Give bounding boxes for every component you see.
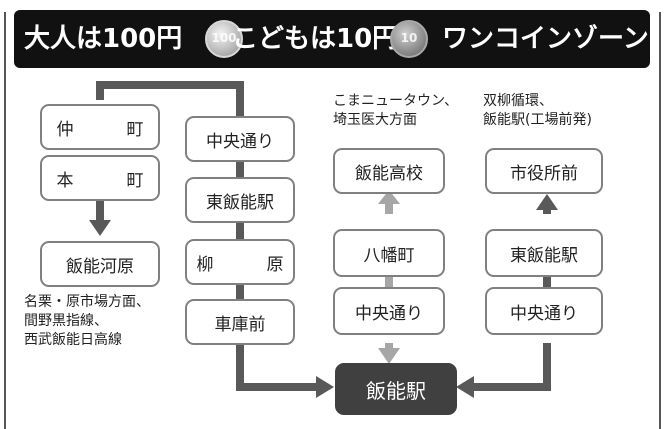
arrow-into-station-left (316, 376, 334, 398)
stop-honcho: 本 町 (40, 155, 160, 201)
arrow-to-station-center (378, 348, 400, 364)
terminal-hanno-station: 飯能駅 (335, 363, 457, 415)
stop-chuo-dori-3: 中央通り (485, 287, 603, 335)
stop-hachimancho: 八幡町 (333, 229, 445, 277)
stop-chuo-dori-2: 中央通り (333, 287, 445, 335)
coin-100-label: 100 (211, 31, 237, 45)
frame-right-line (659, 12, 661, 429)
connector-shako-to-station (236, 344, 320, 391)
frame-left-line (4, 12, 6, 429)
arrow-to-kawara (89, 220, 111, 236)
adult-fare-text: 大人は100円 (24, 24, 183, 54)
right-note-line-2: 飯能駅(工場前発) (483, 112, 592, 128)
stop-shakomae: 車庫前 (185, 299, 295, 345)
center-right-note-line-2: 埼玉医大方面 (333, 112, 417, 128)
left-note-line-1: 名栗・原市場方面、 (24, 294, 150, 310)
arrow-to-shiyakusho (536, 194, 558, 210)
fare-banner: 大人は100円 100 こどもは10円 10 ワンコインゾーン (14, 10, 650, 68)
connector-left-top (96, 81, 244, 118)
stop-higashi-hanno-1: 東飯能駅 (185, 177, 295, 223)
center-right-route-note: こまニュータウン、 埼玉医大方面 (333, 92, 458, 130)
center-right-note-line-1: こまニュータウン、 (333, 93, 459, 109)
right-note-line-1: 双柳循環、 (483, 93, 553, 109)
coin-100-icon: 100 (205, 20, 243, 58)
left-route-note: 名栗・原市場方面、 間野黒指線、 西武飯能日高線 (24, 293, 150, 350)
child-fare-text: こどもは10円 (232, 24, 399, 54)
stop-shiyakushomae: 市役所前 (485, 148, 603, 194)
coin-10-icon: 10 (390, 20, 428, 58)
stop-nakacho: 仲 町 (40, 104, 160, 150)
right-route-note: 双柳循環、 飯能駅(工場前発) (483, 92, 592, 130)
stop-higashi-hanno-2: 東飯能駅 (485, 229, 603, 277)
left-note-line-2: 間野黒指線、 (24, 313, 108, 329)
left-note-line-3: 西武飯能日高線 (24, 332, 122, 348)
one-coin-zone-text: ワンコインゾーン (442, 24, 649, 54)
connector-station-to-right (470, 343, 551, 391)
arrow-to-hanno-koko (378, 190, 400, 204)
stop-hanno-kawara: 飯能河原 (40, 241, 160, 287)
stop-chuo-dori-1: 中央通り (185, 116, 295, 162)
stop-yanagihara: 柳 原 (185, 239, 295, 285)
stop-hanno-koko: 飯能高校 (333, 148, 445, 194)
arrow-into-station-right (456, 376, 474, 398)
coin-10-label: 10 (400, 31, 418, 45)
